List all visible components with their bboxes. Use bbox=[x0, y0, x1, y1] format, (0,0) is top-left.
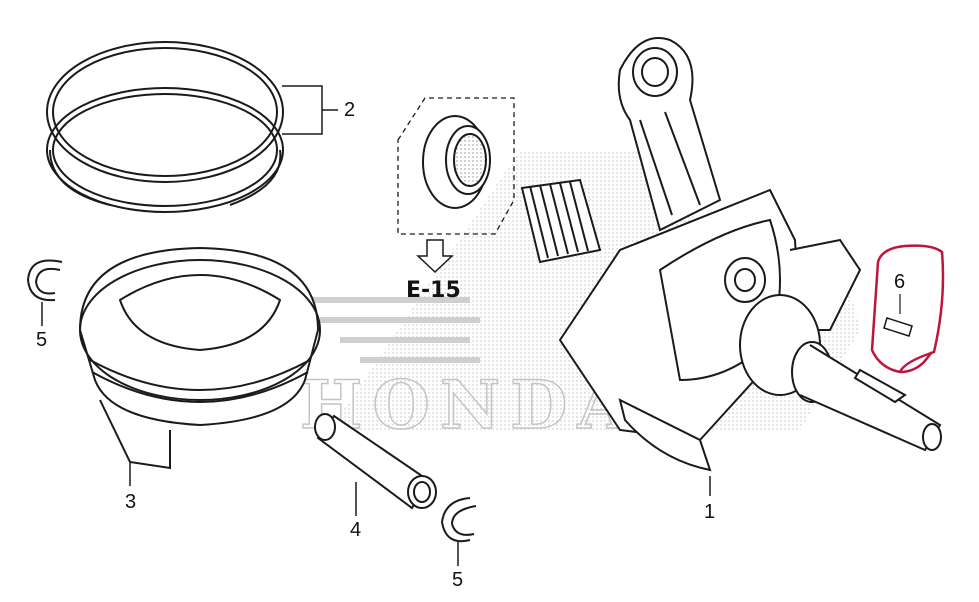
highlight-annotation bbox=[870, 244, 945, 374]
piston-pin-clip-left[interactable] bbox=[26, 259, 63, 302]
callout-1: 1 bbox=[704, 501, 716, 523]
callout-4: 4 bbox=[350, 519, 362, 541]
bearing-reference-box bbox=[397, 97, 515, 235]
woodruff-key[interactable] bbox=[883, 317, 913, 337]
callout-5-right: 5 bbox=[452, 569, 464, 591]
needle-bearing[interactable] bbox=[422, 115, 491, 209]
callout-line-2 bbox=[282, 85, 338, 135]
reference-label[interactable]: E-15 bbox=[406, 278, 461, 303]
callout-2: 2 bbox=[344, 99, 356, 121]
callout-3: 3 bbox=[125, 491, 137, 513]
reference-arrow-icon bbox=[416, 239, 454, 274]
crankshaft-assembly[interactable] bbox=[520, 37, 942, 472]
callout-5-left: 5 bbox=[36, 329, 48, 351]
piston-pin[interactable] bbox=[314, 413, 437, 510]
piston-pin-clip-right[interactable] bbox=[440, 497, 477, 543]
piston-rings[interactable] bbox=[46, 41, 284, 213]
callout-6: 6 bbox=[894, 271, 906, 293]
piston[interactable] bbox=[78, 246, 321, 470]
